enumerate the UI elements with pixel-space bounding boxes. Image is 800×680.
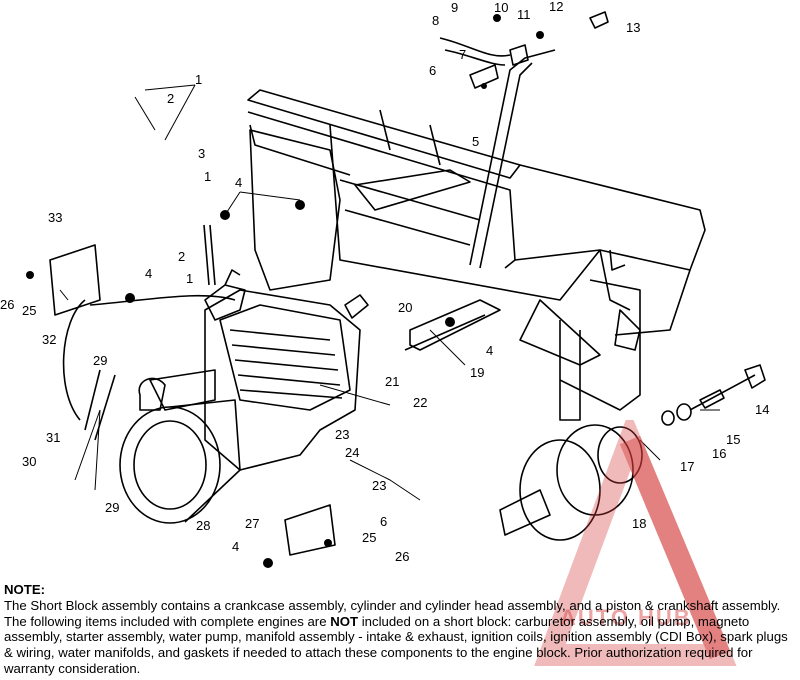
note-title: NOTE: [4,582,46,597]
long-bolt [689,374,756,411]
callout-29: 29 [93,353,108,368]
callout-15: 15 [726,432,741,447]
bracket [49,244,101,316]
ignition-coil [344,294,369,319]
heat-shield [249,129,341,291]
water-pump-pulley [499,424,643,541]
callout-26: 26 [0,297,15,312]
note-not-emphasis: NOT [330,613,359,629]
callout-8: 8 [432,13,440,28]
callout-1: 1 [186,271,194,286]
fuel-line [209,224,216,286]
callout-33: 33 [48,210,63,225]
callout-22: 22 [413,395,428,410]
callout-24: 24 [345,445,360,460]
fasteners [26,14,544,568]
mount-bracket [284,504,336,556]
callout-21: 21 [385,374,400,389]
callout-25: 25 [362,530,377,545]
callout-19: 19 [470,365,485,380]
callout-2: 2 [167,91,175,106]
frame-assembly [247,49,706,421]
callout-32: 32 [42,332,57,347]
cable [439,37,511,57]
callout-26: 26 [395,549,410,564]
callout-17: 17 [680,459,695,474]
callout-28: 28 [196,518,211,533]
note-text-part1: The Short Block assembly contains a cran… [4,597,781,629]
parts-diagram [26,11,766,568]
callout-1: 1 [195,72,203,87]
callout-6: 6 [380,514,388,529]
callout-14: 14 [755,402,770,417]
callout-10: 10 [494,0,509,15]
callout-23: 23 [372,478,387,493]
callout-18: 18 [632,516,647,531]
callout-23: 23 [335,427,350,442]
callout-13: 13 [626,20,641,35]
callout-20: 20 [398,300,413,315]
auto-hub-watermark [534,420,737,666]
callout-2: 2 [178,249,186,264]
callout-7: 7 [459,47,467,62]
engine-assembly [119,269,361,524]
callout-5: 5 [472,134,480,149]
callout-30: 30 [22,454,37,469]
callout-31: 31 [46,430,61,445]
callout-4: 4 [486,343,494,358]
callout-1: 1 [204,169,212,184]
callout-11: 11 [517,7,531,22]
callout-25: 25 [22,303,37,318]
callout-27: 27 [245,516,260,531]
note-block: NOTE: The Short Block assembly contains … [4,582,796,677]
callout-4: 4 [235,175,243,190]
oil-line [62,299,86,421]
callout-3: 3 [198,146,206,161]
callout-16: 16 [712,446,727,461]
callout-9: 9 [451,0,459,15]
callout-12: 12 [549,0,564,14]
callout-29: 29 [105,500,120,515]
watermark-text: AUTO HUB [560,605,692,630]
note-text-part2: included on a short block: carburetor as… [4,613,788,676]
callout-4: 4 [232,539,240,554]
callout-4: 4 [145,266,153,281]
callout-6: 6 [429,63,437,78]
